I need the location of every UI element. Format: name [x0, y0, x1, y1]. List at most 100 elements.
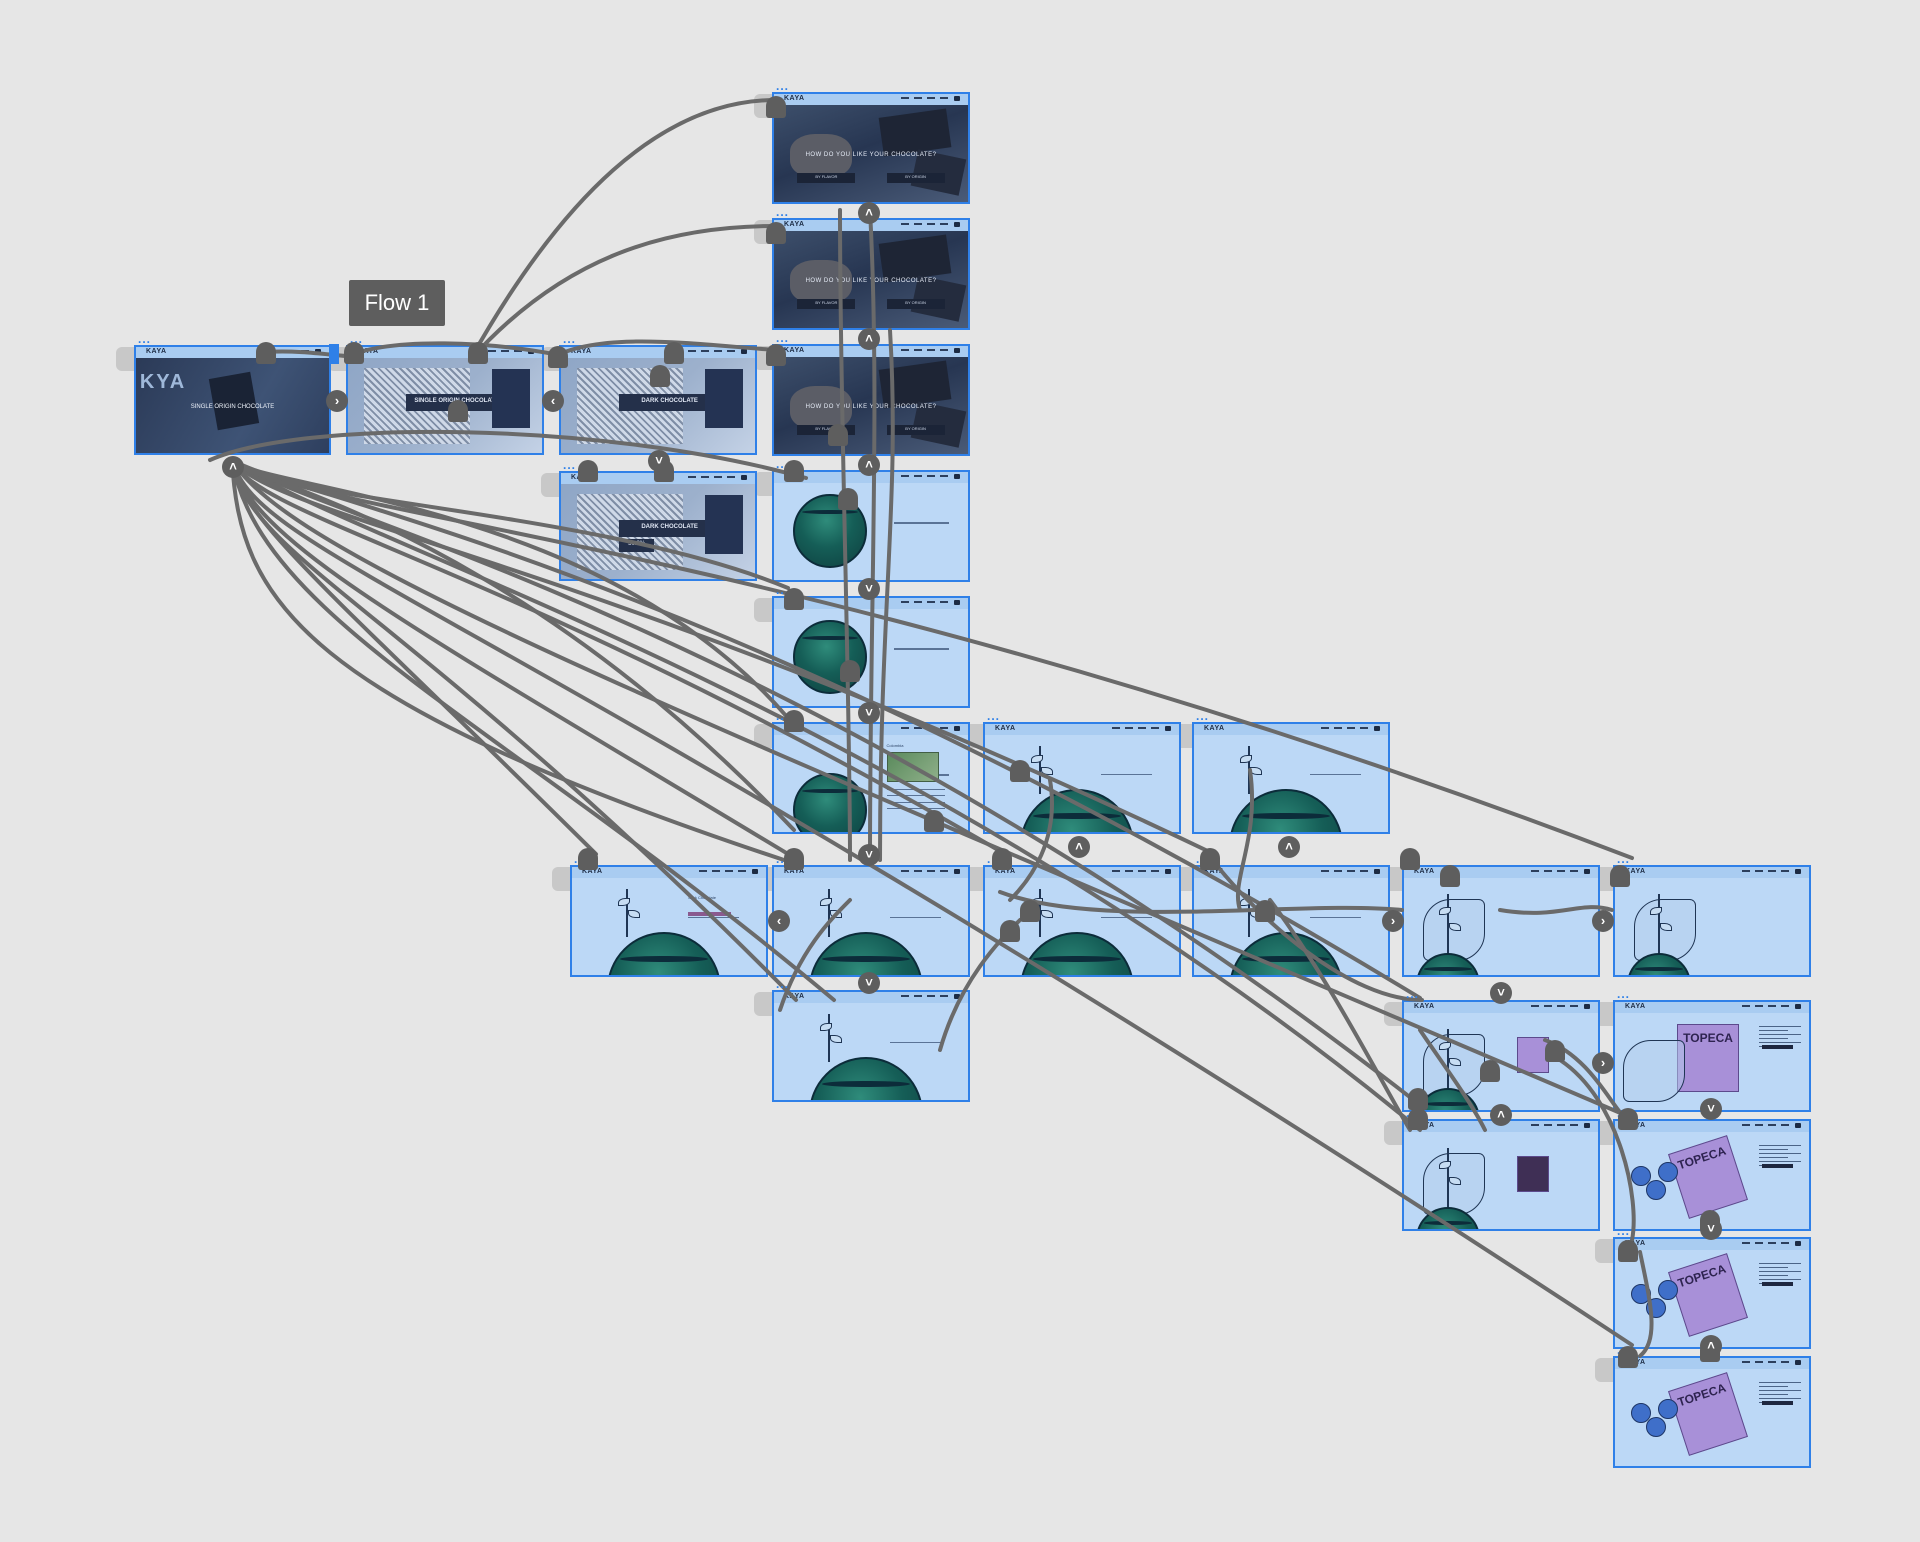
- frame-menu-dots[interactable]: ...: [776, 331, 790, 345]
- chevron-right-icon[interactable]: ›: [1592, 1052, 1614, 1074]
- connection-wire[interactable]: [230, 458, 598, 856]
- chevron-down-icon[interactable]: ˅: [858, 844, 880, 866]
- link-pin-icon[interactable]: [992, 848, 1012, 870]
- link-pin-icon[interactable]: [1010, 760, 1030, 782]
- link-pin-icon[interactable]: [548, 346, 568, 368]
- link-pin-icon[interactable]: [838, 488, 858, 510]
- frame-row-2[interactable]: KAYA: [772, 865, 970, 977]
- frame-row-4[interactable]: KAYA: [1192, 865, 1390, 977]
- link-pin-icon[interactable]: [1618, 1240, 1638, 1262]
- chevron-right-icon[interactable]: ›: [326, 390, 348, 412]
- link-pin-icon[interactable]: [256, 342, 276, 364]
- chevron-right-icon[interactable]: ›: [1592, 910, 1614, 932]
- link-pin-icon[interactable]: [1200, 848, 1220, 870]
- chevron-up-icon[interactable]: ˄: [858, 202, 880, 224]
- chevron-down-icon[interactable]: ˅: [1700, 1098, 1722, 1120]
- chevron-left-icon[interactable]: ‹: [542, 390, 564, 412]
- link-pin-icon[interactable]: [1020, 900, 1040, 922]
- add-to-cart-button[interactable]: [1762, 1401, 1794, 1406]
- chevron-down-icon[interactable]: ˅: [858, 702, 880, 724]
- frame-lower-1[interactable]: KAYA: [772, 990, 970, 1102]
- link-pin-icon[interactable]: [766, 344, 786, 366]
- chevron-right-icon[interactable]: ›: [1382, 910, 1404, 932]
- by-origin-button[interactable]: BY ORIGIN: [886, 172, 945, 183]
- frame-row-5[interactable]: KAYA: [1402, 865, 1600, 977]
- chevron-down-icon[interactable]: ˅: [648, 450, 670, 472]
- link-pin-icon[interactable]: [1408, 1088, 1428, 1110]
- frame-topeca-l2[interactable]: KAYA: [1402, 1119, 1600, 1231]
- by-flavor-button[interactable]: BY FLAVOR: [797, 172, 856, 183]
- link-pin-icon[interactable]: [578, 848, 598, 870]
- add-to-cart-button[interactable]: [1762, 1282, 1794, 1287]
- frame-topeca-l1[interactable]: KAYA: [1402, 1000, 1600, 1112]
- link-pin-icon[interactable]: [1000, 920, 1020, 942]
- chevron-up-icon[interactable]: ˄: [1700, 1335, 1722, 1357]
- link-pin-icon[interactable]: [448, 400, 468, 422]
- frame-menu-dots[interactable]: ...: [1617, 1224, 1631, 1238]
- link-pin-icon[interactable]: [766, 222, 786, 244]
- frame-menu-dots[interactable]: ...: [563, 458, 577, 472]
- chevron-up-icon[interactable]: ˄: [1068, 836, 1090, 858]
- connection-wire[interactable]: [468, 224, 778, 362]
- link-pin-icon[interactable]: [784, 588, 804, 610]
- link-pin-icon[interactable]: [578, 460, 598, 482]
- frame-menu-dots[interactable]: ...: [1617, 987, 1631, 1001]
- flow-start-marker[interactable]: [329, 344, 339, 364]
- link-pin-icon[interactable]: [828, 424, 848, 446]
- chevron-up-icon[interactable]: ˄: [1278, 836, 1300, 858]
- chevron-down-icon[interactable]: ˅: [1490, 982, 1512, 1004]
- link-pin-icon[interactable]: [344, 342, 364, 364]
- frame-menu-dots[interactable]: ...: [563, 332, 577, 346]
- link-pin-icon[interactable]: [1440, 865, 1460, 887]
- frame-menu-dots[interactable]: ...: [1617, 852, 1631, 866]
- frame-menu-dots[interactable]: ...: [776, 79, 790, 93]
- connection-wire[interactable]: [468, 98, 778, 362]
- link-pin-icon[interactable]: [468, 342, 488, 364]
- link-pin-icon[interactable]: [1618, 1346, 1638, 1368]
- link-pin-icon[interactable]: [840, 660, 860, 682]
- link-pin-icon[interactable]: [924, 810, 944, 832]
- link-pin-icon[interactable]: [1480, 1060, 1500, 1082]
- frame-menu-dots[interactable]: ...: [1196, 709, 1210, 723]
- link-pin-icon[interactable]: [664, 342, 684, 364]
- frame-plant-2[interactable]: KAYA: [1192, 722, 1390, 834]
- by-flavor-button[interactable]: BY FLAVOR: [797, 298, 856, 309]
- flow-label[interactable]: Flow 1: [349, 280, 445, 326]
- link-pin-icon[interactable]: [1618, 1108, 1638, 1130]
- add-to-cart-button[interactable]: [1762, 1164, 1794, 1169]
- link-pin-icon[interactable]: [766, 96, 786, 118]
- link-pin-icon[interactable]: [1610, 865, 1630, 887]
- frame-globe-2[interactable]: KAYA: [772, 596, 970, 708]
- link-pin-icon[interactable]: [650, 365, 670, 387]
- frame-menu-dots[interactable]: ...: [138, 332, 152, 346]
- by-origin-button[interactable]: BY ORIGIN: [886, 424, 945, 435]
- add-to-cart-button[interactable]: [1762, 1045, 1794, 1050]
- link-pin-icon[interactable]: [784, 460, 804, 482]
- chevron-up-icon[interactable]: ˄: [1490, 1104, 1512, 1126]
- chevron-left-icon[interactable]: ‹: [768, 910, 790, 932]
- by-flavor-button[interactable]: BY FLAVOR: [797, 424, 856, 435]
- chevron-up-icon[interactable]: ˄: [858, 454, 880, 476]
- frame-menu-dots[interactable]: ...: [776, 205, 790, 219]
- frame-globe-1[interactable]: KAYA: [772, 470, 970, 582]
- link-pin-icon[interactable]: [1255, 900, 1275, 922]
- chevron-down-icon[interactable]: ˅: [1700, 1218, 1722, 1240]
- chevron-up-icon[interactable]: ˄: [858, 328, 880, 350]
- frame-row-6[interactable]: KAYA: [1613, 865, 1811, 977]
- chevron-down-icon[interactable]: ˅: [858, 972, 880, 994]
- frame-menu-dots[interactable]: ...: [987, 709, 1001, 723]
- link-pin-icon[interactable]: [1545, 1040, 1565, 1062]
- chevron-down-icon[interactable]: ˅: [858, 578, 880, 600]
- frame-menu-dots[interactable]: ...: [1406, 987, 1420, 1001]
- link-pin-icon[interactable]: [784, 848, 804, 870]
